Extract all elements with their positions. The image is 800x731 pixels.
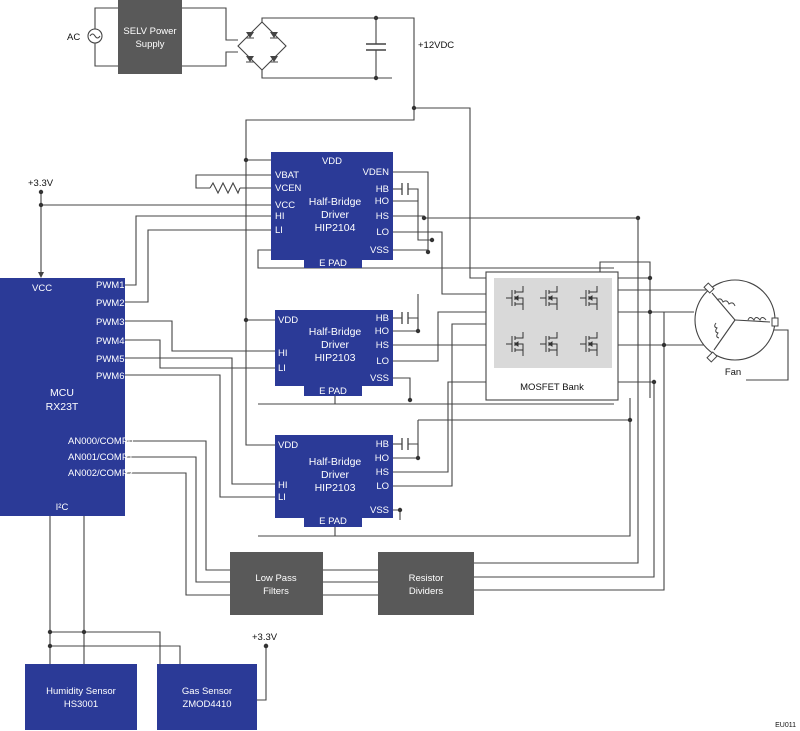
driver1-hb-pin: HB	[376, 184, 389, 195]
ac-source: AC	[67, 28, 103, 44]
driver1-epad: E PAD	[319, 258, 347, 269]
half-bridge-driver-hip2103-a: VDD HI LI HB HO HS LO VSS Half-Bridge Dr…	[275, 310, 393, 397]
mcu-pwm6-pin: PWM6	[96, 371, 125, 382]
mosfet-2	[540, 286, 558, 310]
driver3-vdd-pin: VDD	[278, 440, 298, 451]
mcu-pwm4-pin: PWM4	[96, 336, 125, 347]
driver1-hi-pin: HI	[275, 211, 285, 222]
bulk-capacitor	[366, 43, 386, 51]
driver1-title-line1: Half-Bridge	[309, 196, 362, 208]
driver3-hi-pin: HI	[278, 480, 288, 491]
driver1-vss-pin: VSS	[370, 245, 389, 256]
driver1-vden-pin: VDEN	[363, 167, 390, 178]
mosfet-4	[506, 332, 524, 356]
mcu-pwm2-pin: PWM2	[96, 298, 125, 309]
v33-top-label: +3.3V	[28, 178, 54, 189]
vbat-resistor	[209, 181, 241, 195]
driver3-hb-pin: HB	[376, 439, 389, 450]
driver3-li-pin: LI	[278, 492, 286, 503]
driver1-vcen-pin: VCEN	[275, 183, 302, 194]
vcc-arrow	[38, 272, 44, 278]
bootstrap-cap-1	[401, 183, 409, 195]
driver3-vss-pin: VSS	[370, 505, 389, 516]
driver3-title-line2: Driver	[321, 469, 350, 481]
driver1-ho-pin: HO	[375, 196, 389, 207]
mosfet-bank: MOSFET Bank	[485, 271, 619, 401]
fan-motor: Fan	[694, 279, 779, 378]
mcu-vcc-pin: VCC	[32, 283, 52, 294]
gas-title-line1: Gas Sensor	[182, 686, 232, 697]
ac-label: AC	[67, 32, 80, 43]
driver1-vbat-pin: VBAT	[275, 170, 299, 181]
figure-id: EU011	[775, 722, 796, 729]
selv-title-line1: SELV Power	[123, 26, 176, 37]
mosfet-6	[580, 332, 598, 356]
bootstrap-cap-3	[401, 438, 409, 450]
half-bridge-driver-hip2104: VDD VBAT VCEN VCC HI LI VDEN HB HO HS LO…	[271, 152, 393, 269]
rdiv-title-line2: Dividers	[409, 586, 444, 597]
mcu-pwm5-pin: PWM5	[96, 354, 125, 365]
driver2-vdd-pin: VDD	[278, 315, 298, 326]
rdiv-title-line1: Resistor	[409, 573, 444, 584]
driver2-ho-pin: HO	[375, 326, 389, 337]
fan-label: Fan	[725, 367, 741, 378]
driver3-title-line1: Half-Bridge	[309, 456, 362, 468]
driver3-lo-pin: LO	[376, 481, 389, 492]
driver1-title-line2: Driver	[321, 209, 350, 221]
selv-title-line2: Supply	[135, 39, 164, 50]
driver2-title-line3: HIP2103	[315, 352, 356, 364]
low-pass-filters: Low Pass Filters	[230, 552, 323, 615]
mosfet-1	[506, 286, 524, 310]
mcu-i2c-pin: I²C	[56, 502, 69, 513]
driver2-li-pin: LI	[278, 363, 286, 374]
mcu-part: RX23T	[46, 401, 79, 413]
driver2-title-line1: Half-Bridge	[309, 326, 362, 338]
half-bridge-driver-hip2103-b: VDD HI LI HB HO HS LO VSS Half-Bridge Dr…	[275, 435, 393, 527]
mcu-pwm1-pin: PWM1	[96, 280, 125, 291]
mcu-an2-pin: AN002/COMP2	[68, 468, 133, 479]
driver1-lo-pin: LO	[376, 227, 389, 238]
bridge-rectifier	[237, 21, 287, 71]
resistor-dividers: Resistor Dividers	[378, 552, 474, 615]
junction-dots	[38, 15, 667, 649]
driver2-hi-pin: HI	[278, 348, 288, 359]
driver1-hs-pin: HS	[376, 211, 389, 222]
bootstrap-cap-2	[401, 312, 409, 324]
driver2-hs-pin: HS	[376, 340, 389, 351]
gas-sensor: Gas Sensor ZMOD4410	[157, 664, 257, 730]
driver1-vdd-pin: VDD	[322, 156, 342, 167]
mcu-pwm3-pin: PWM3	[96, 317, 125, 328]
lpf-title-line2: Filters	[263, 586, 289, 597]
lpf-title-line1: Low Pass	[255, 573, 296, 584]
v33-bottom-label: +3.3V	[252, 632, 278, 643]
humidity-title-line2: HS3001	[64, 699, 98, 710]
mcu-an0-pin: AN000/COMP0	[68, 436, 133, 447]
mosfet-5	[540, 332, 558, 356]
driver3-epad: E PAD	[319, 516, 347, 527]
mcu-an1-pin: AN001/COMP1	[68, 452, 133, 463]
driver2-title-line2: Driver	[321, 339, 350, 351]
humidity-sensor: Humidity Sensor HS3001	[25, 664, 137, 730]
mcu-block: VCC PWM1 PWM2 PWM3 PWM4 PWM5 PWM6 MCU RX…	[0, 278, 133, 516]
mcu-name: MCU	[50, 387, 74, 399]
humidity-title-line1: Humidity Sensor	[46, 686, 116, 697]
driver2-epad: E PAD	[319, 386, 347, 397]
driver1-vcc-pin: VCC	[275, 200, 295, 211]
driver1-title-line3: HIP2104	[315, 222, 356, 234]
driver2-lo-pin: LO	[376, 356, 389, 367]
v12-label: +12VDC	[418, 40, 454, 51]
driver3-hs-pin: HS	[376, 467, 389, 478]
driver2-vss-pin: VSS	[370, 373, 389, 384]
driver3-ho-pin: HO	[375, 453, 389, 464]
driver2-hb-pin: HB	[376, 313, 389, 324]
mosfet-3	[580, 286, 598, 310]
driver3-title-line3: HIP2103	[315, 482, 356, 494]
gas-title-line2: ZMOD4410	[182, 699, 231, 710]
mosfet-bank-label: MOSFET Bank	[520, 382, 584, 393]
driver1-li-pin: LI	[275, 225, 283, 236]
selv-power-supply: SELV Power Supply	[118, 0, 182, 74]
